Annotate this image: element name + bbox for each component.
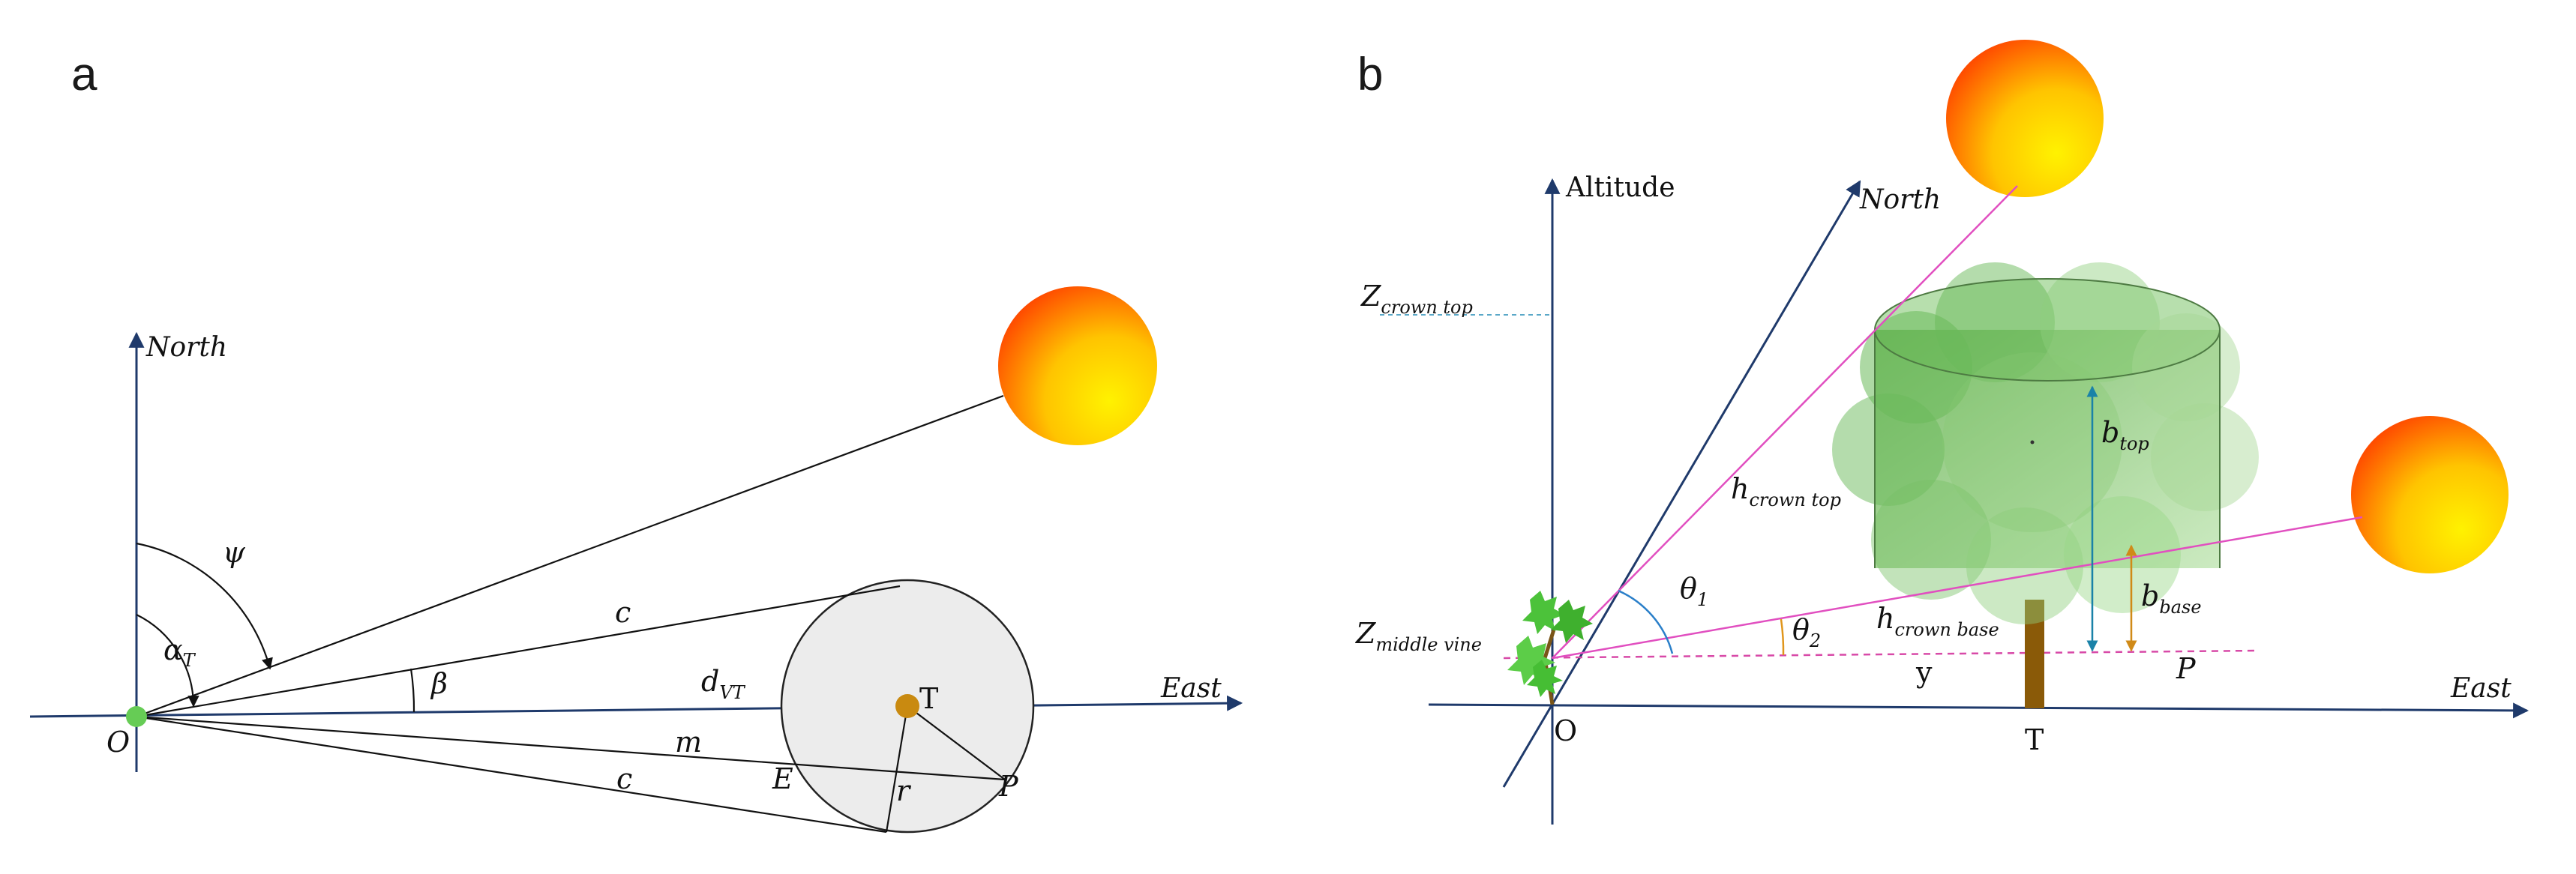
panel-b-letter: b [1357, 49, 1383, 100]
panel-b-h-crown-base-label: hcrown base [1876, 602, 1999, 640]
panel-b-theta2-arc [1780, 618, 1785, 656]
panel-a-radius-r [885, 705, 909, 833]
panel-b-tree-crown [1832, 262, 2259, 624]
panel-b-theta2-label: θ2 [1792, 613, 1821, 651]
panel-b-origin-label: O [1554, 714, 1577, 747]
panel-b-vine-level-line [1503, 649, 2258, 660]
panel-a-letter: a [71, 49, 97, 100]
panel-a-east-label: East [1160, 673, 1222, 704]
panel-a-tree-center-point [895, 694, 919, 718]
panel-a-tangent-upper [136, 585, 901, 718]
panel-b-vine [1507, 591, 1593, 705]
panel-a-tangent-lower [136, 715, 887, 834]
panel-a-p-label: P [998, 770, 1019, 803]
panel-a-psi-label: ψ [223, 536, 246, 569]
panel-b-sun-lower [2351, 416, 2509, 573]
panel-b-b-top-label: btop [2101, 416, 2149, 454]
panel-a-c-upper-label: c [615, 596, 631, 629]
panel-a-c-lower-label: c [616, 762, 632, 795]
panel-a-e-label: E [772, 762, 793, 795]
panel-a-sun-line [136, 394, 1004, 718]
panel-a: a North East O ψ αT β c dVT [29, 49, 1243, 834]
panel-b-h-crown-top-label: hcrown top [1731, 472, 1841, 510]
panel-a-beta-arc [409, 668, 415, 713]
panel-a-beta-label: β [430, 667, 448, 700]
panel-a-alpha-arc [136, 614, 199, 708]
panel-b-tree-trunk [2025, 600, 2044, 708]
panel-a-t-label: T [919, 682, 938, 715]
panel-a-origin-point [126, 706, 147, 727]
panel-a-psi-arc [136, 542, 273, 670]
panel-b-theta1-label: θ1 [1680, 572, 1708, 610]
panel-b-ray-crown-top [1552, 185, 2018, 659]
panel-a-sun [998, 286, 1157, 445]
panel-b-north-label: North [1859, 184, 1941, 215]
panel-b-sun-upper [1946, 40, 2104, 197]
panel-b-north-axis [1502, 180, 1861, 788]
panel-b-z-middle-vine-label: Zmiddle vine [1355, 617, 1482, 655]
panel-b-east-axis [1428, 702, 2530, 719]
panel-b-y-label: y [1915, 656, 1933, 689]
panel-a-east-axis [29, 695, 1243, 718]
panel-a-r-label: r [896, 774, 912, 807]
panel-b-b-base-label: bbase [2141, 579, 2202, 618]
panel-b-theta1-arc [1618, 589, 1674, 654]
panel-a-origin-label: O [106, 726, 130, 759]
panel-b-ray-crown-base [1552, 516, 2363, 660]
panel-a-alpha-label: αT [163, 633, 196, 671]
panel-b: b Altitude North East [1355, 40, 2530, 825]
panel-b-east-label: East [2450, 673, 2512, 704]
panel-a-segment-tp [907, 705, 1006, 780]
panel-b-t-label: T [2025, 723, 2044, 756]
panel-a-north-label: North [145, 332, 227, 363]
panel-b-altitude-label: Altitude [1565, 172, 1675, 203]
panel-a-line-m [136, 715, 1006, 781]
panel-b-p-label: P [2176, 652, 2197, 685]
panel-a-m-label: m [675, 726, 702, 759]
panel-b-z-crown-top-label: Zcrown top [1360, 280, 1473, 318]
panel-a-dvt-label: dVT [701, 665, 746, 703]
